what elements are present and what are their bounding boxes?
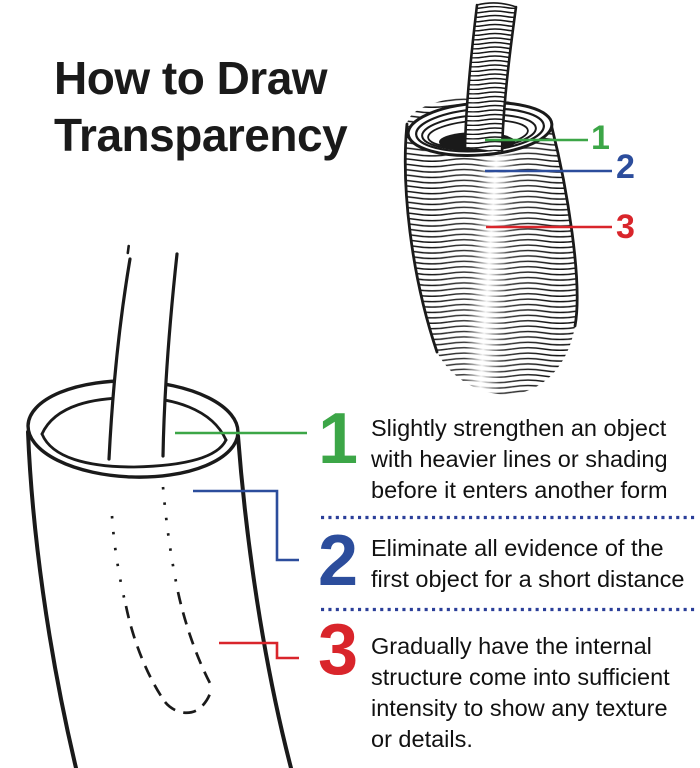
top-figure-label-3: 3	[616, 208, 635, 246]
top-figure-label-2: 2	[616, 148, 635, 186]
left-callout-line-3	[219, 641, 299, 660]
dotted-separators	[321, 515, 696, 612]
step-2-line-1: Eliminate all evidence of the	[371, 535, 664, 561]
step-number-2: 2	[317, 521, 358, 601]
outline-figure	[26, 244, 293, 768]
tube-top-dash	[126, 244, 130, 255]
step-text-3: Gradually have the internal structure co…	[371, 631, 697, 755]
hidden-tube-dashed	[110, 486, 214, 715]
step-text-2: Eliminate all evidence of the first obje…	[371, 533, 697, 595]
rim-front-arc	[40, 432, 228, 469]
step-3-line-1: Gradually have the internal	[371, 633, 652, 659]
step-number-3: 3	[317, 610, 358, 690]
step-text-1: Slightly strengthen an object with heavi…	[371, 413, 697, 506]
hatched-tube	[463, 2, 518, 154]
outline-tube	[107, 244, 179, 464]
step-3-line-4: or details.	[371, 726, 473, 752]
step-1-line-2: with heavier lines or shading	[371, 446, 668, 472]
step-3-line-3: intensity to show any texture	[371, 695, 668, 721]
step-number-1: 1	[317, 399, 358, 479]
left-callout-line-2	[193, 489, 299, 562]
page-title-line-2: Transparency	[54, 109, 348, 161]
step-1-line-3: before it enters another form	[371, 477, 668, 503]
step-3-line-2: structure come into sufficient	[371, 664, 670, 690]
outline-cylinder-body	[26, 430, 293, 768]
callout-lines	[175, 138, 612, 660]
step-2-line-2: first object for a short distance	[371, 566, 685, 592]
page-title: How to Draw Transparency	[54, 50, 348, 164]
hatched-figure	[403, 2, 579, 401]
top-figure-label-1: 1	[591, 119, 610, 157]
step-1-line-1: Slightly strengthen an object	[371, 415, 667, 441]
page-title-line-1: How to Draw	[54, 52, 328, 104]
